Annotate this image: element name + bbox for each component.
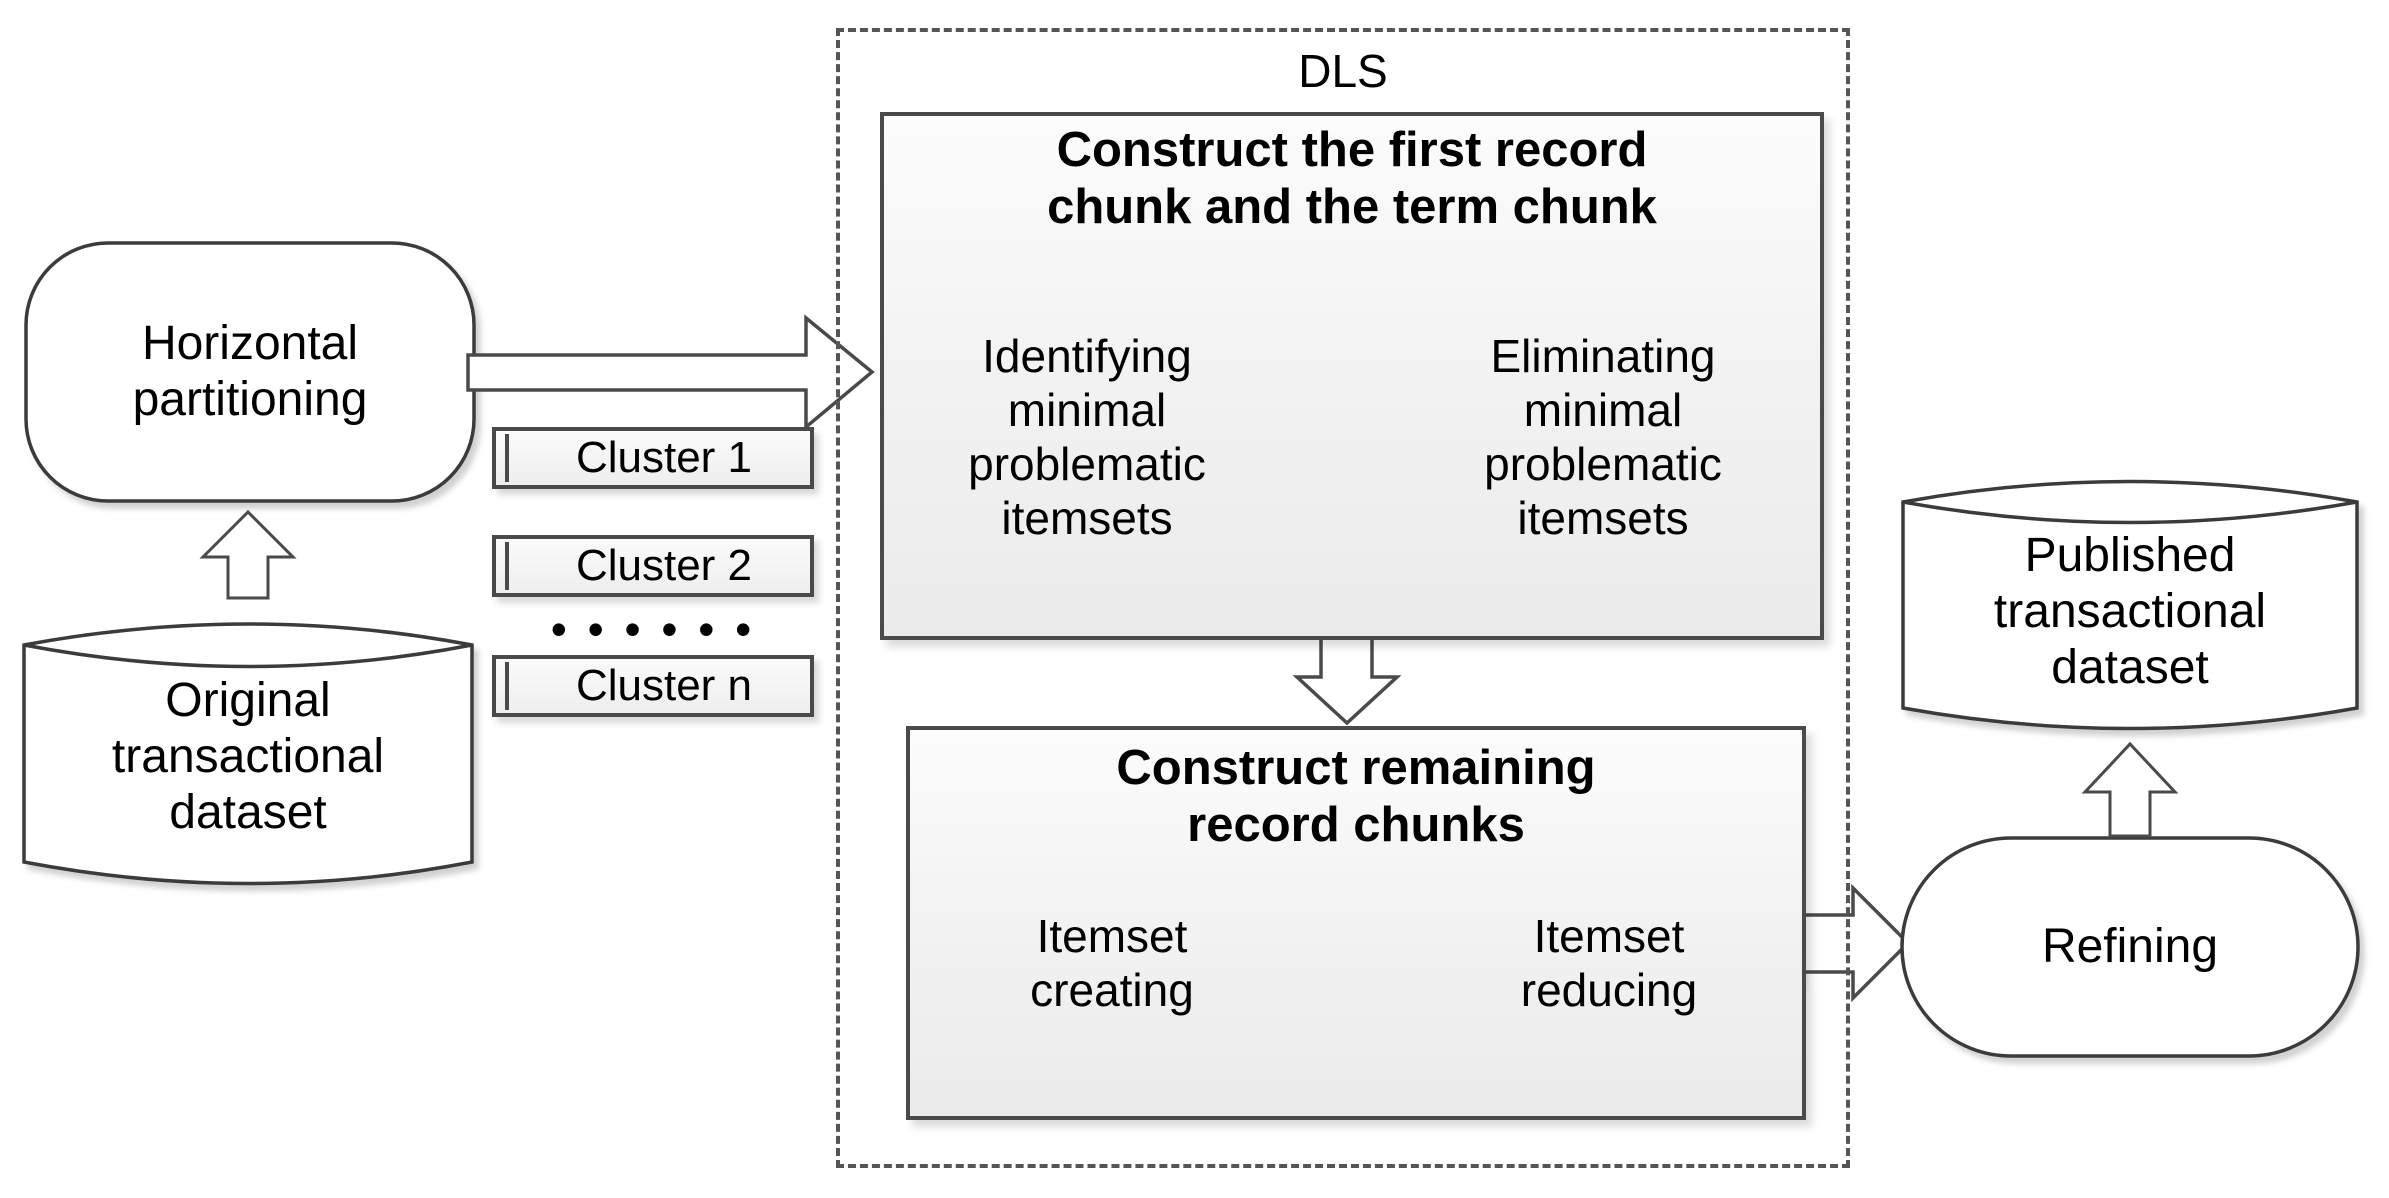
dls-title: DLS bbox=[1298, 45, 1388, 97]
original-dataset-label: Original transactional dataset bbox=[111, 673, 385, 840]
cluster-item-2[interactable]: Cluster 2 bbox=[492, 535, 814, 597]
published-dataset-cylinder bbox=[1901, 479, 2359, 731]
chunk-one-container bbox=[880, 112, 1824, 640]
chunk-two-title: Construct remaining record chunks bbox=[1116, 741, 1596, 852]
cluster-ellipsis: • • • • • • bbox=[550, 603, 756, 655]
cluster-item-n-label: Cluster n bbox=[575, 661, 753, 710]
dls-boundary bbox=[836, 28, 1850, 1168]
cluster-item-2-label: Cluster 2 bbox=[575, 541, 753, 590]
chunk-two-container bbox=[906, 726, 1806, 1120]
cluster-item-1-label: Cluster 1 bbox=[575, 433, 753, 482]
refining-label: Refining bbox=[2041, 919, 2219, 973]
published-dataset-label: Published transactional dataset bbox=[1993, 528, 2267, 695]
original-dataset-cylinder bbox=[22, 622, 474, 886]
arrow-partitioning-to-dls bbox=[466, 314, 875, 431]
arrow-refining-to-published bbox=[2081, 741, 2179, 838]
cluster-item-n[interactable]: Cluster n bbox=[492, 655, 814, 717]
cluster-item-1[interactable]: Cluster 1 bbox=[492, 427, 814, 489]
chunk-one-title: Construct the first record chunk and the… bbox=[1047, 123, 1657, 234]
horizontal-partitioning-shape bbox=[24, 241, 476, 503]
arrow-dataset-to-partitioning bbox=[199, 509, 297, 600]
horizontal-partitioning-label: Horizontal partitioning bbox=[132, 316, 368, 426]
refining-shape bbox=[1900, 836, 2360, 1058]
